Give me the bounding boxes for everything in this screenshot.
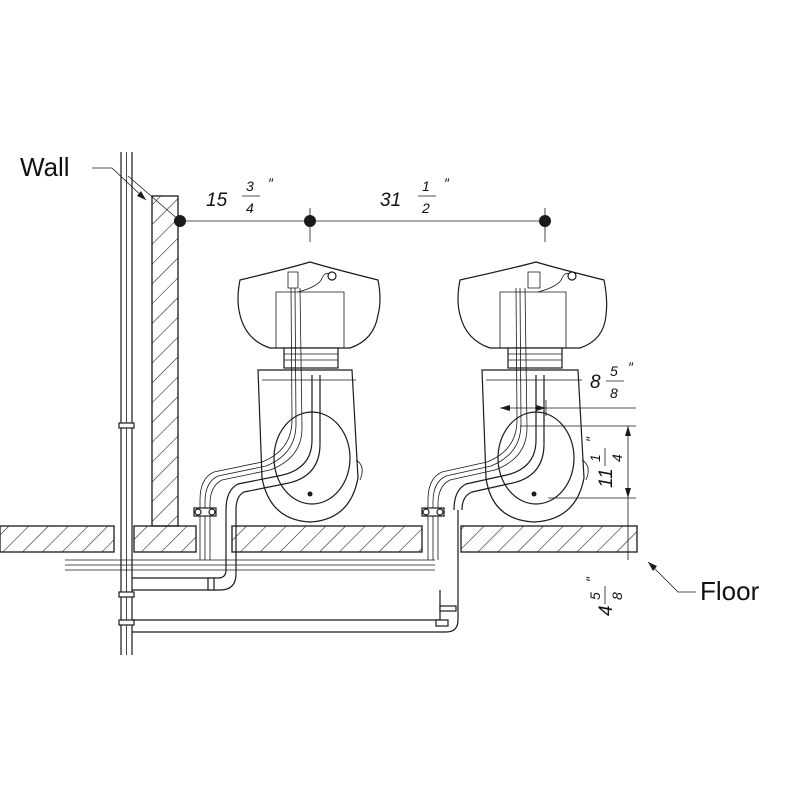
- svg-text:″: ″: [268, 175, 274, 191]
- svg-text:1: 1: [422, 178, 430, 194]
- dim-floor-depth: 4 5 8 ″: [583, 576, 625, 616]
- svg-text:5: 5: [587, 592, 603, 600]
- svg-text:4: 4: [246, 200, 254, 216]
- svg-text:4: 4: [596, 605, 617, 616]
- svg-text:8: 8: [590, 372, 601, 393]
- svg-text:″: ″: [583, 576, 599, 582]
- svg-text:4: 4: [609, 454, 625, 462]
- floor-slab: [0, 525, 638, 553]
- floor-label: Floor: [700, 576, 760, 606]
- svg-text:8: 8: [610, 385, 618, 401]
- dim-spacing-1: 15 3 4 ″: [206, 175, 274, 216]
- dim-offset: 8 5 8 ″: [590, 359, 634, 401]
- svg-text:11: 11: [596, 468, 617, 488]
- svg-text:″: ″: [628, 359, 634, 375]
- floor-callout: Floor: [647, 561, 760, 606]
- center-marker-wall: [174, 215, 186, 227]
- under-floor-lines: [65, 510, 459, 633]
- svg-text:8: 8: [609, 592, 625, 600]
- svg-text:″: ″: [444, 175, 450, 191]
- svg-text:″: ″: [583, 436, 599, 442]
- pedicure-unit-left: [193, 261, 381, 560]
- svg-text:3: 3: [246, 178, 254, 194]
- right-dimensions: [500, 400, 636, 560]
- svg-text:1: 1: [587, 454, 603, 462]
- wall-callout: Wall: [20, 152, 147, 201]
- wall-label: Wall: [20, 152, 70, 182]
- dim-height: 11 1 4 ″: [583, 436, 625, 488]
- riser-pipes: [118, 152, 135, 655]
- svg-text:15: 15: [206, 190, 228, 211]
- svg-text:31: 31: [380, 190, 401, 211]
- pedicure-unit-right: [421, 261, 608, 560]
- wall: [151, 195, 179, 527]
- center-dimension: [127, 175, 551, 242]
- dim-spacing-2: 31 1 2 ″: [380, 175, 450, 216]
- svg-text:5: 5: [610, 363, 618, 379]
- svg-text:2: 2: [421, 200, 430, 216]
